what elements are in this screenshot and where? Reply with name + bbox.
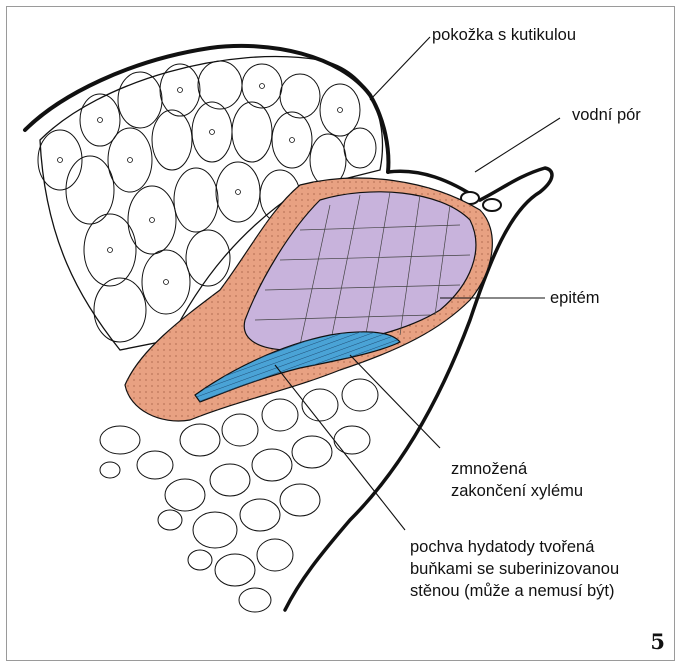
lower-parenchyma-tissue — [100, 379, 378, 612]
label-water-pore: vodní pór — [572, 104, 641, 126]
label-epidermis-cuticle: pokožka s kutikulou — [432, 24, 576, 46]
figure-number: 5 — [650, 629, 665, 654]
label-xylem-endings: zmnožená zakončení xylému — [451, 458, 583, 502]
label-epithem: epitém — [550, 287, 600, 309]
label-hydathode-sheath: pochva hydatody tvořená buňkami se suber… — [410, 536, 619, 602]
